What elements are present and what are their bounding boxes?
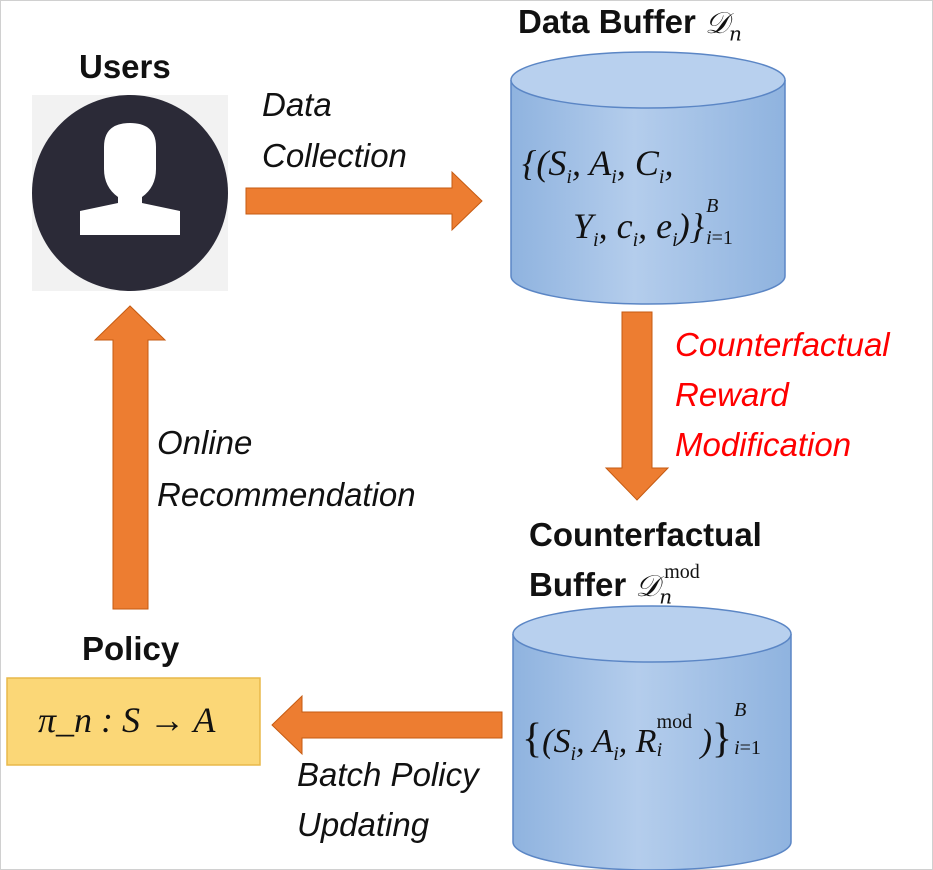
policy-label: Policy [82, 630, 180, 667]
batch-policy-arrow [271, 694, 503, 756]
cf-reward-label-line1: Counterfactual [675, 326, 890, 363]
policy-box [6, 677, 261, 766]
user-avatar-icon [32, 95, 228, 291]
users-label: Users [79, 48, 171, 85]
data-collection-label-line2: Collection [262, 137, 407, 174]
online-rec-label-line2: Recommendation [157, 476, 416, 513]
online-rec-label-line1: Online [157, 424, 253, 461]
cf-buffer-symbol-sup: mod [664, 561, 700, 583]
cf-reward-label-line3: Modification [675, 426, 852, 463]
online-recommendation-arrow [93, 305, 167, 610]
batch-policy-label-line2: Updating [297, 806, 430, 843]
counterfactual-reward-arrow [604, 311, 670, 501]
data-buffer-symbol-sub: n [728, 21, 742, 46]
cf-buffer-title-text: Buffer [529, 566, 627, 603]
cf-buffer-title-line1: Counterfactual [529, 516, 762, 553]
data-buffer-title-text: Data Buffer [518, 3, 696, 40]
batch-policy-label-line1: Batch Policy [297, 756, 479, 793]
cf-buffer-symbol: 𝒟 [635, 569, 660, 604]
counterfactual-buffer-cylinder [512, 605, 792, 870]
policy-formula: π_n : S → A [38, 700, 216, 740]
cf-buffer-symbol-sub: n [659, 584, 673, 609]
data-buffer-cylinder [510, 51, 786, 305]
data-collection-arrow [245, 170, 483, 232]
cf-buffer-title-line2: Buffer 𝒟nmod [529, 562, 708, 609]
data-buffer-title: Data Buffer 𝒟n [518, 5, 742, 44]
data-buffer-symbol: 𝒟 [705, 6, 729, 41]
data-collection-label-line1: Data [262, 86, 332, 123]
data-buffer-formula-line1: {(Si, Ai, Ci, [522, 143, 674, 189]
cf-reward-label-line2: Reward [675, 376, 789, 413]
